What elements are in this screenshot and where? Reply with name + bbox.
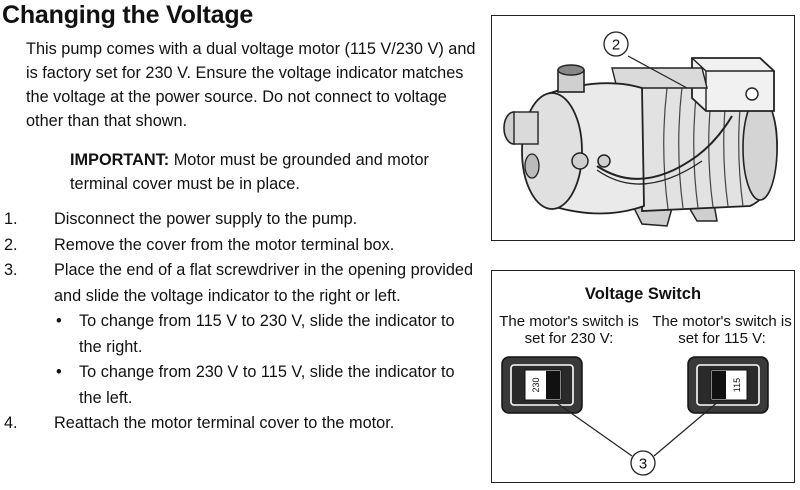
- intro-paragraph: This pump comes with a dual voltage moto…: [26, 40, 476, 130]
- step-text: Remove the cover from the motor terminal…: [54, 235, 395, 254]
- bullet-item: • To change from 230 V to 115 V, slide t…: [4, 360, 474, 411]
- step-number: 3.: [4, 261, 18, 279]
- step-item: 1. Disconnect the power supply to the pu…: [4, 207, 474, 233]
- step-item: 4. Reattach the motor terminal cover to …: [4, 411, 474, 437]
- step-number: 1.: [4, 210, 18, 228]
- switch-diagram: 230 115 3: [501, 356, 769, 476]
- switch-115-label: 115: [732, 378, 742, 392]
- voltage-switch-title: Voltage Switch: [584, 285, 702, 303]
- important-text: Motor must be grounded and motor termina…: [70, 151, 429, 193]
- steps-list: 1. Disconnect the power supply to the pu…: [4, 207, 474, 437]
- step-item: 2. Remove the cover from the motor termi…: [4, 233, 474, 259]
- switch-230-icon: 230: [501, 356, 583, 414]
- step-text: Place the end of a flat screwdriver in t…: [54, 261, 474, 305]
- bullet-dot: •: [56, 363, 62, 381]
- jet-pump-illustration-icon: 2: [503, 31, 778, 227]
- switch-115-icon: 115: [687, 356, 769, 414]
- bullet-text: To change from 115 V to 230 V, slide the…: [79, 312, 455, 356]
- bullet-item: • To change from 115 V to 230 V, slide t…: [4, 309, 474, 360]
- left-caption: The motor's switch is set for 230 V:: [499, 313, 639, 347]
- step-text: Reattach the motor terminal cover to the…: [54, 414, 395, 432]
- pump-figure: 2: [491, 15, 795, 241]
- step-number: 4.: [4, 414, 18, 432]
- step-number: 2.: [4, 235, 18, 254]
- voltage-switch-figure: Voltage Switch The motor's switch is set…: [491, 270, 795, 483]
- step-item: 3. Place the end of a flat screwdriver i…: [4, 258, 474, 309]
- page-title: Changing the Voltage: [2, 1, 254, 29]
- bullet-dot: •: [56, 312, 62, 330]
- pump-callout-label: 2: [612, 37, 620, 54]
- important-note: IMPORTANT: Motor must be grounded and mo…: [70, 148, 470, 196]
- important-label: IMPORTANT:: [70, 151, 170, 169]
- right-caption: The motor's switch is set for 115 V:: [652, 313, 792, 347]
- bullet-text: To change from 230 V to 115 V, slide the…: [79, 363, 455, 407]
- step-text: Disconnect the power supply to the pump.: [54, 210, 358, 228]
- switch-230-label: 230: [531, 377, 541, 392]
- switch-callout-label: 3: [639, 456, 647, 473]
